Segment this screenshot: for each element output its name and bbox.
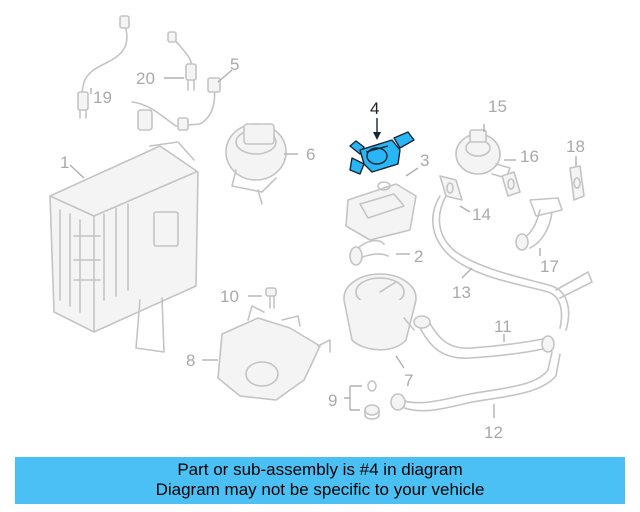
callout-3: 3	[420, 151, 429, 170]
part-6-purge-valve	[225, 123, 287, 205]
part-5-wiring-harness	[131, 77, 221, 131]
callout-17: 17	[540, 257, 559, 276]
banner-line-1: Part or sub-assembly is #4 in diagram	[177, 460, 463, 479]
part-7-air-pump	[343, 273, 417, 351]
parts-diagram: 19 20 5 6 1	[49, 15, 593, 442]
part-15-valve	[455, 129, 511, 179]
callout-20: 20	[136, 69, 155, 88]
part-16-gasket	[501, 171, 521, 197]
callout-11: 11	[494, 317, 512, 336]
callout-1: 1	[60, 153, 69, 172]
part-14-gasket	[439, 175, 463, 201]
callout-19: 19	[93, 88, 112, 107]
part-2-hose	[349, 239, 389, 266]
part-4-valve	[349, 118, 415, 175]
callout-12: 12	[484, 423, 503, 442]
part-3-bracket	[345, 181, 417, 241]
part-20-oxygen-sensor	[167, 31, 197, 91]
callout-5: 5	[230, 55, 239, 74]
part-1-charcoal-canister	[49, 141, 199, 353]
part-12-hose	[390, 351, 561, 412]
part-13-tube	[432, 195, 593, 331]
part-10-bolt	[265, 287, 277, 309]
callout-7: 7	[404, 371, 413, 390]
part-19-oxygen-sensor	[77, 15, 130, 119]
part-8-bracket	[217, 305, 331, 401]
callout-13: 13	[452, 283, 471, 302]
callout-4: 4	[370, 99, 379, 118]
part-11-hose	[413, 315, 555, 359]
part-18-gasket	[569, 165, 585, 201]
callout-8: 8	[186, 351, 195, 370]
callout-14: 14	[472, 205, 491, 224]
info-banner: Part or sub-assembly is #4 in diagram Di…	[15, 457, 625, 504]
callout-18: 18	[566, 137, 585, 156]
callout-2: 2	[414, 247, 423, 266]
part-17-pipe	[515, 197, 563, 251]
callout-6: 6	[306, 145, 315, 164]
banner-line-2: Diagram may not be specific to your vehi…	[155, 480, 485, 499]
callout-16: 16	[520, 147, 539, 166]
callout-10: 10	[220, 287, 239, 306]
callout-15: 15	[488, 97, 507, 116]
callout-9: 9	[328, 391, 337, 410]
part-9-clamps	[364, 380, 380, 420]
